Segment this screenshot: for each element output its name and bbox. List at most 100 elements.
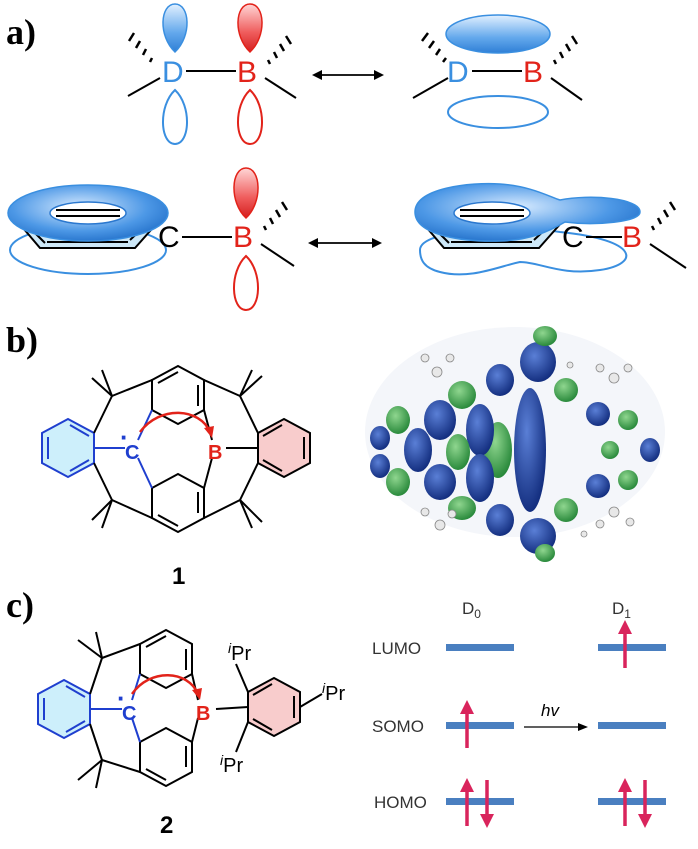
orbital-label-somo: SOMO bbox=[372, 717, 424, 736]
mo-lobe-b13 bbox=[586, 474, 610, 498]
c2-bridge-2 bbox=[101, 643, 141, 659]
aryl-b-localized-structure: C B bbox=[7, 167, 295, 312]
state-d0-subscript: 0 bbox=[474, 607, 481, 621]
c1-bridge-4 bbox=[111, 499, 153, 519]
compound-1-structure bbox=[41, 364, 311, 534]
c2-ipr-bond-2 bbox=[235, 721, 249, 753]
mo-lobe-b3 bbox=[424, 400, 456, 440]
boron-hashed-bond bbox=[266, 35, 293, 65]
c1-methyl-3 bbox=[239, 375, 263, 397]
c1-methyl-4 bbox=[239, 369, 253, 397]
excitation-label: hv bbox=[541, 701, 560, 720]
c2-bottom-ring-db1 bbox=[145, 768, 167, 781]
atom-boron-aryl-right: B bbox=[622, 221, 642, 254]
ipr-right-pr: Pr bbox=[325, 683, 345, 705]
mo-lobe-b5 bbox=[404, 428, 432, 472]
aryl-pi-torus-hole bbox=[49, 201, 127, 225]
c2-bond-c-top bbox=[131, 673, 141, 701]
c1-top-ring-db1 bbox=[157, 371, 179, 384]
c2-atom-carbon: C bbox=[122, 703, 136, 725]
atom-boron-aryl: B bbox=[233, 221, 253, 254]
d1-homo-spin-up-head bbox=[618, 778, 632, 792]
mo-lobe-g9 bbox=[533, 326, 557, 346]
boron-p-orbital-aryl-top bbox=[233, 167, 259, 220]
c2-ipr-bond-1 bbox=[235, 663, 249, 693]
excitation-arrowhead bbox=[578, 723, 588, 731]
c2-methyl-2 bbox=[95, 631, 103, 659]
c2-bridge-1 bbox=[89, 657, 103, 695]
ipr-top-pr: Pr bbox=[231, 643, 251, 665]
boron-bond-down bbox=[264, 77, 297, 99]
d0-somo-spin-up-head bbox=[460, 700, 474, 714]
donor-bond-down bbox=[127, 77, 161, 97]
mo-lobe-g13 bbox=[601, 441, 619, 459]
state-d0-label: D0 bbox=[462, 599, 481, 621]
c1-bridge-3 bbox=[93, 462, 113, 501]
orbital-label-lumo: LUMO bbox=[372, 639, 421, 658]
energy-diagram: D0 D1 LUMO SOMO HOMO hv bbox=[372, 599, 666, 828]
mo-lobe-g5 bbox=[448, 381, 476, 409]
c2-aryl-ring bbox=[247, 676, 301, 738]
extended-pi-torus-hole bbox=[453, 201, 531, 225]
pi-orbital-bottom bbox=[447, 95, 549, 129]
c2-bond-c-bottom bbox=[131, 717, 141, 743]
mo-lobe-g3 bbox=[386, 406, 410, 434]
panel-label-c: c) bbox=[6, 585, 34, 625]
c2-electron-arrow bbox=[130, 674, 200, 695]
boron-p-orbital-bottom bbox=[237, 88, 263, 146]
mo-atoms bbox=[420, 353, 635, 538]
c2-left-ring-db2 bbox=[65, 720, 86, 733]
boron-hashed-bond-aryl bbox=[262, 201, 289, 231]
ipr-label-bottom: iPr bbox=[220, 752, 243, 777]
donor-bond-down-right bbox=[412, 77, 449, 99]
svg-text:iPr: iPr bbox=[228, 640, 251, 665]
c1-bridge-6 bbox=[239, 395, 259, 434]
state-d1-base: D bbox=[612, 599, 624, 618]
mo-lobe-g4 bbox=[386, 468, 410, 496]
panel-label-a: a) bbox=[6, 12, 36, 52]
mo-lobe-g7 bbox=[554, 378, 578, 402]
ipr-right-i: i bbox=[322, 680, 326, 696]
c2-left-ring bbox=[37, 678, 91, 740]
c2-electron-arrowhead bbox=[192, 688, 202, 700]
boron-hashed-bond-right bbox=[552, 35, 579, 65]
pi-orbital-top bbox=[445, 14, 551, 54]
c1-bond-c-bottom bbox=[137, 457, 153, 489]
mo-lobe-b9 bbox=[486, 504, 514, 536]
c1-atom-boron: B bbox=[208, 442, 222, 464]
mo-lobe-g11 bbox=[618, 410, 638, 430]
atom-carbon: C bbox=[158, 221, 180, 254]
c2-aryl-ring-db2 bbox=[252, 683, 273, 696]
boron-bond-down-aryl bbox=[260, 243, 295, 267]
resonance-arrow-top bbox=[312, 70, 384, 80]
state-d0-base: D bbox=[462, 599, 474, 618]
donor-p-orbital-top bbox=[162, 3, 188, 54]
c2-atom-boron: B bbox=[196, 703, 210, 725]
c2-methyl-1 bbox=[77, 639, 103, 659]
d0-somo-level bbox=[446, 722, 514, 729]
mo-isosurface bbox=[365, 326, 665, 562]
ipr-bottom-pr: Pr bbox=[223, 755, 243, 777]
svg-text:iPr: iPr bbox=[220, 752, 243, 777]
c2-methyl-3 bbox=[77, 759, 103, 781]
d0-homo-level bbox=[446, 798, 514, 805]
mo-lobe-b1 bbox=[466, 404, 494, 456]
c2-methyl-4 bbox=[95, 759, 103, 789]
d1-homo-spin-down-head bbox=[638, 814, 652, 828]
c2-top-ring-db1 bbox=[145, 635, 167, 648]
c1-bond-b-bottom bbox=[203, 457, 213, 489]
atom-carbon-right: C bbox=[562, 221, 584, 254]
compound-1-label: 1 bbox=[172, 563, 185, 590]
mo-lobe-g12 bbox=[618, 470, 638, 490]
donor-p-orbital-bottom bbox=[162, 88, 188, 146]
ipr-bottom-i: i bbox=[220, 752, 224, 768]
atom-boron-right: B bbox=[523, 56, 543, 89]
c1-electron-arrowhead bbox=[204, 426, 214, 438]
c1-left-ring-db2 bbox=[69, 459, 90, 472]
mo-lobe-b10 bbox=[520, 342, 556, 382]
d0-homo-spin-down-head bbox=[480, 814, 494, 828]
c1-left-ring bbox=[41, 417, 95, 479]
boron-p-orbital-aryl-bottom bbox=[233, 254, 259, 312]
c1-right-ring-db3 bbox=[262, 459, 283, 472]
